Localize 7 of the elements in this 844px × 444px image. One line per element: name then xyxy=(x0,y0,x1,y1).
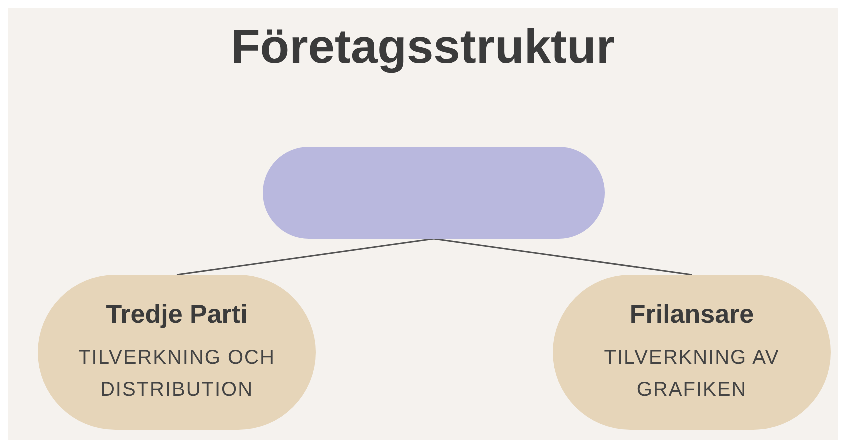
node-description: TILVERKNING OCH DISTRIBUTION xyxy=(78,346,276,403)
connector-line xyxy=(176,238,434,276)
connector-line xyxy=(434,238,692,276)
node-heading: Frilansare xyxy=(630,299,754,330)
node-description: TILVERKNING AV GRAFIKEN xyxy=(603,346,781,403)
node-heading: Tredje Parti xyxy=(106,299,248,330)
title: Företagsstruktur xyxy=(230,20,616,75)
